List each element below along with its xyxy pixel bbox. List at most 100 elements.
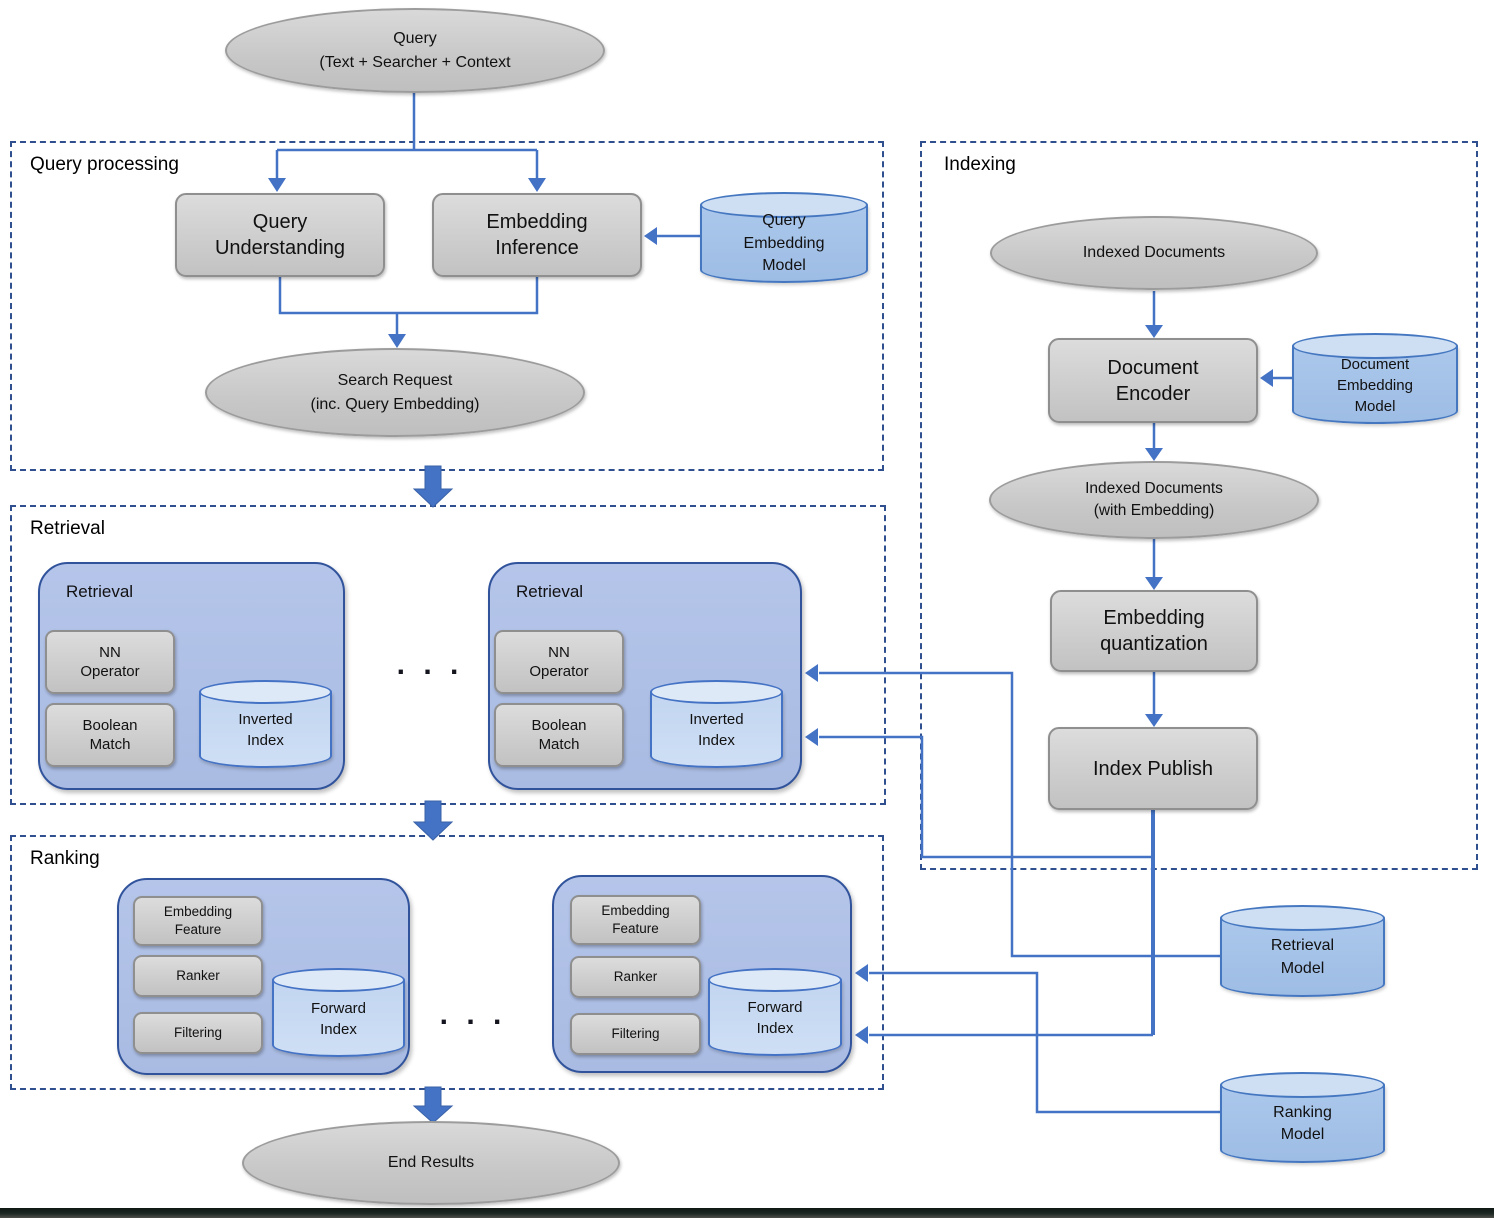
query-line1: Query [393, 29, 437, 47]
indexed-documents-embedding-node: Indexed Documents (with Embedding) [989, 461, 1319, 539]
query-processing-label: Query processing [30, 154, 179, 175]
search-request-line2: (inc. Query Embedding) [310, 395, 480, 413]
search-request-line1: Search Request [337, 371, 453, 389]
embedding-feature-1-line2: Feature [174, 922, 222, 937]
cylinder-body [272, 980, 405, 1057]
retrieval-model-cylinder: Retrieval Model [1220, 905, 1385, 997]
cylinder-body [650, 692, 783, 768]
inverted-index-2-line2: Index [698, 732, 735, 749]
nn-operator-2-line2: Operator [529, 663, 589, 680]
cylinder-body [1220, 1085, 1385, 1163]
ranking-model-line2: Model [1280, 1126, 1325, 1143]
wire-publish-to-inverted-index [819, 735, 1153, 859]
indexing-section-label: Indexing [944, 154, 1016, 175]
forward-index-2-line1: Forward [747, 999, 803, 1016]
wire-retrieval-model-to-retrieval [819, 671, 1220, 958]
indexing-section [920, 141, 1478, 870]
embedding-feature-2-line2: Feature [612, 921, 659, 936]
dem-line3: Model [1354, 397, 1396, 415]
boolean-match-2-line1: Boolean [531, 716, 587, 734]
embedding-inference-line1: Embedding [486, 211, 588, 233]
forward-index-cylinder-2: Forward Index [708, 968, 842, 1056]
filtering-box-2: Filtering [570, 1013, 701, 1055]
cylinder-cap [650, 680, 783, 704]
boolean-match-1-line2: Match [89, 736, 131, 753]
qem-line3: Model [762, 257, 806, 275]
end-results-node: End Results [242, 1121, 620, 1205]
retrieval-section [10, 505, 886, 805]
indexed-docs-emb-line1: Indexed Documents [1085, 480, 1223, 498]
cylinder-cap [1220, 1072, 1385, 1098]
embedding-feature-2-line1: Embedding [601, 903, 670, 919]
query-understanding-box: Query Understanding [175, 193, 385, 277]
block-arrow-ranking-to-results [412, 1086, 454, 1124]
cylinder-body [700, 205, 868, 283]
forward-index-1-line2: Index [320, 1020, 357, 1038]
cylinder-cap [1292, 333, 1458, 359]
embedding-quantization-box: Embedding quantization [1050, 590, 1258, 672]
ranking-section [10, 835, 884, 1090]
cylinder-cap [700, 192, 868, 218]
forward-index-cylinder-1: Forward Index [272, 968, 405, 1057]
inverted-index-1-line2: Index [247, 732, 284, 749]
wire-query-split [275, 93, 539, 179]
bottom-window-edge [0, 1208, 1494, 1218]
query-processing-section [10, 141, 884, 471]
ranker-box-1: Ranker [133, 955, 263, 997]
cylinder-body [1220, 918, 1385, 997]
nn-operator-2-line1: NN [548, 643, 570, 661]
retrieval-group-2-label: Retrieval [516, 582, 584, 601]
retrieval-model-line1: Retrieval [1270, 937, 1335, 955]
embedding-feature-box-2: Embedding Feature [570, 895, 701, 945]
nn-operator-box-2: NN Operator [494, 630, 624, 694]
cylinder-cap [199, 680, 332, 704]
nn-operator-1-line1: NN [99, 643, 121, 661]
query-node: Query (Text + Searcher + Context [225, 8, 605, 93]
ranking-section-label: Ranking [30, 848, 100, 869]
document-encoder-line2: Encoder [1115, 382, 1191, 405]
boolean-match-2-line2: Match [538, 736, 580, 753]
ranking-model-line1: Ranking [1273, 1103, 1332, 1121]
boolean-match-box-2: Boolean Match [494, 703, 624, 767]
embedding-quantization-line2: quantization [1100, 633, 1208, 655]
retrieval-group-1-label: Retrieval [66, 582, 134, 601]
search-request-node: Search Request (inc. Query Embedding) [205, 348, 585, 437]
qem-line2: Embedding [743, 234, 825, 252]
cylinder-cap [708, 968, 842, 992]
query-understanding-line1: Query [252, 211, 308, 233]
indexed-documents-node: Indexed Documents [990, 216, 1318, 290]
embedding-inference-line2: Inference [495, 237, 579, 259]
block-arrow-retrieval-to-ranking [412, 800, 454, 841]
arrowheads [268, 178, 1273, 1044]
cylinder-body [708, 980, 842, 1056]
ranking-ellipsis: . . . [439, 998, 507, 1031]
ranker-box-2: Ranker [570, 956, 701, 998]
inverted-index-2-line1: Inverted [689, 711, 744, 728]
boolean-match-box-1: Boolean Match [45, 703, 175, 767]
block-arrow-query-to-retrieval [412, 465, 454, 508]
cylinder-body [199, 692, 332, 768]
nn-operator-1-line2: Operator [80, 663, 140, 680]
cylinder-cap [1220, 905, 1385, 931]
wire-ranking-model-to-ranker [869, 971, 1220, 1114]
indexed-docs-emb-line2: (with Embedding) [1093, 502, 1215, 519]
cylinder-body [1292, 346, 1458, 424]
embedding-feature-1-line1: Embedding [163, 904, 233, 920]
embedding-feature-box-1: Embedding Feature [133, 896, 263, 946]
inverted-index-cylinder-2: Inverted Index [650, 680, 783, 768]
embedding-quantization-line1: Embedding [1103, 607, 1205, 629]
dem-line2: Embedding [1337, 376, 1413, 394]
retrieval-model-line2: Model [1280, 959, 1325, 977]
query-understanding-line2: Understanding [214, 237, 346, 259]
forward-index-1-line1: Forward [310, 999, 366, 1017]
forward-index-2-line2: Index [756, 1020, 794, 1037]
boolean-match-1-line1: Boolean [82, 716, 138, 734]
inverted-index-cylinder-1: Inverted Index [199, 680, 332, 768]
retrieval-ellipsis: . . . [396, 648, 464, 681]
retrieval-section-label: Retrieval [30, 518, 105, 539]
document-encoder-line1: Document [1107, 356, 1199, 379]
ranking-model-cylinder: Ranking Model [1220, 1072, 1385, 1163]
dem-line1: Document [1340, 355, 1410, 373]
